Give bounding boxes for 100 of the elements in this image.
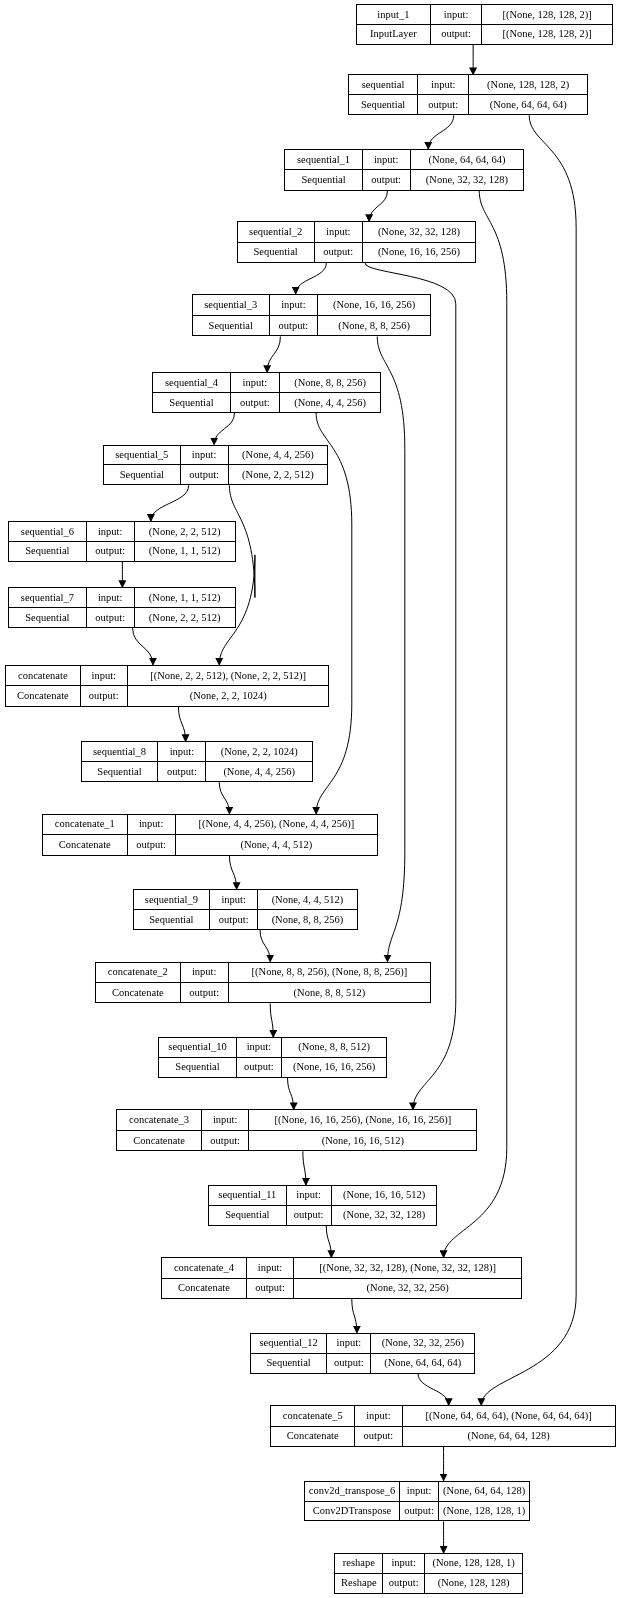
port-label-cell: output: xyxy=(382,1573,425,1594)
shape-cell: (None, 128, 128) xyxy=(424,1573,523,1594)
port-label-cell: output: xyxy=(399,1501,439,1521)
layer-name-cell: sequential_9 xyxy=(133,889,210,910)
shape-cell: (None, 2, 2, 512) xyxy=(228,464,328,485)
shape-cell: [(None, 64, 64, 64), (None, 64, 64, 64)] xyxy=(402,1405,616,1427)
layer-type-cell: Concatenate xyxy=(5,685,81,707)
shape-cell: (None, 4, 4, 256) xyxy=(279,392,381,413)
port-label-cell: input: xyxy=(209,889,258,910)
shape-cell: [(None, 8, 8, 256), (None, 8, 8, 256)] xyxy=(228,962,431,983)
shape-cell: (None, 128, 128, 2) xyxy=(468,74,588,95)
arrow xyxy=(325,1225,336,1259)
port-label-cell: input: xyxy=(399,1481,439,1501)
shape-cell: (None, 4, 4, 256) xyxy=(228,445,328,465)
layer-name-cell: concatenate xyxy=(5,665,81,686)
layer-name-cell: sequential xyxy=(348,74,418,95)
shape-cell: (None, 32, 32, 256) xyxy=(370,1333,475,1354)
layer-name-cell: concatenate_1 xyxy=(42,814,128,835)
port-label-cell: input: xyxy=(246,1257,294,1279)
layer-name-cell: sequential_4 xyxy=(152,372,231,393)
layer-name-cell: sequential_6 xyxy=(8,521,87,542)
port-label-cell: output: xyxy=(86,607,135,628)
layer-box xyxy=(132,889,358,930)
layer-type-cell: Conv2DTranspose xyxy=(304,1501,400,1521)
shape-cell: (None, 16, 16, 256) xyxy=(362,242,476,263)
layer-name-cell: sequential_8 xyxy=(81,741,158,762)
arrow xyxy=(177,706,190,743)
arrow xyxy=(287,1077,298,1111)
port-label-cell: input: xyxy=(362,149,411,170)
layer-type-cell: Sequential xyxy=(285,169,363,191)
port-label-cell: output: xyxy=(180,982,229,1003)
arrow xyxy=(228,855,241,891)
layer-type-cell: Concatenate xyxy=(95,982,181,1003)
port-label-cell: output: xyxy=(209,909,258,930)
layer-name-cell: sequential_2 xyxy=(237,221,315,243)
layer-type-cell: Sequential xyxy=(103,464,181,485)
port-label-cell: input: xyxy=(354,1405,402,1427)
port-label-cell: output: xyxy=(286,1205,332,1226)
arrow xyxy=(439,1520,448,1554)
port-label-cell: input: xyxy=(157,741,206,762)
shape-cell: (None, 32, 32, 128) xyxy=(362,221,476,243)
layer-name-cell: sequential_5 xyxy=(103,445,181,465)
port-label-cell: output: xyxy=(127,834,175,855)
port-label-cell: input: xyxy=(236,1037,282,1058)
arrow xyxy=(269,1002,278,1039)
shape-cell: (None, 8, 8, 256) xyxy=(317,315,431,336)
port-label-cell: output: xyxy=(157,761,206,782)
layer-box xyxy=(249,1332,476,1374)
layer-name-cell: sequential_7 xyxy=(8,587,87,608)
shape-cell: [(None, 4, 4, 256), (None, 4, 4, 256)] xyxy=(175,814,378,835)
shape-cell: (None, 2, 2, 512) xyxy=(134,521,236,542)
arrow xyxy=(365,190,388,223)
arrow xyxy=(210,412,236,446)
port-label-cell: output: xyxy=(246,1278,294,1299)
layer-box xyxy=(8,521,236,562)
port-label-cell: output: xyxy=(417,94,469,115)
shape-cell: (None, 64, 64, 128) xyxy=(402,1426,616,1447)
layer-name-cell: concatenate_4 xyxy=(161,1257,247,1279)
shape-cell: (None, 64, 64, 64) xyxy=(468,94,588,115)
port-label-cell: input: xyxy=(417,74,469,95)
shape-cell: [(None, 2, 2, 512), (None, 2, 2, 512)] xyxy=(127,665,329,686)
layer-type-cell: Sequential xyxy=(208,1205,287,1226)
shape-cell: (None, 64, 64, 128) xyxy=(438,1481,530,1501)
layer-box xyxy=(191,293,432,337)
port-label-cell: output: xyxy=(269,315,318,336)
layer-type-cell: Sequential xyxy=(152,392,231,413)
layer-type-cell: Concatenate xyxy=(270,1426,355,1447)
arrow xyxy=(132,627,157,666)
layer-box xyxy=(41,813,379,856)
layer-box xyxy=(284,148,525,191)
arrow xyxy=(292,262,327,295)
layer-box xyxy=(158,1037,388,1078)
shape-cell: (None, 8, 8, 256) xyxy=(279,372,381,393)
layer-name-cell: concatenate_3 xyxy=(116,1109,202,1131)
port-label-cell: input: xyxy=(382,1553,425,1574)
shape-cell: (None, 16, 16, 256) xyxy=(281,1057,387,1078)
shape-cell: [(None, 32, 32, 128), (None, 32, 32, 128)] xyxy=(293,1257,522,1279)
layer-box xyxy=(151,372,382,413)
shape-cell: [(None, 128, 128, 2)] xyxy=(481,4,613,25)
shape-cell: (None, 64, 64, 64) xyxy=(370,1353,475,1374)
layer-name-cell: sequential_11 xyxy=(208,1185,287,1206)
port-label-cell: output: xyxy=(236,1057,282,1078)
shape-cell: (None, 2, 2, 1024) xyxy=(127,685,329,707)
arrow xyxy=(469,44,478,76)
arrow xyxy=(259,929,274,963)
port-label-cell: output: xyxy=(201,1130,249,1151)
port-label-cell: input: xyxy=(180,445,229,465)
layer-box xyxy=(303,1480,531,1522)
shape-cell: (None, 1, 1, 512) xyxy=(134,541,236,562)
layer-box xyxy=(80,741,314,783)
port-label-cell: input: xyxy=(180,962,229,983)
arrow xyxy=(351,1298,361,1334)
layer-type-cell: Sequential xyxy=(237,242,315,263)
layer-box xyxy=(161,1257,523,1300)
layer-type-cell: Sequential xyxy=(81,761,158,782)
arrow xyxy=(376,336,406,963)
arrow xyxy=(312,412,353,815)
shape-cell: (None, 64, 64, 64) xyxy=(410,149,524,170)
arrow xyxy=(425,114,455,150)
port-label-cell: output: xyxy=(354,1426,402,1447)
